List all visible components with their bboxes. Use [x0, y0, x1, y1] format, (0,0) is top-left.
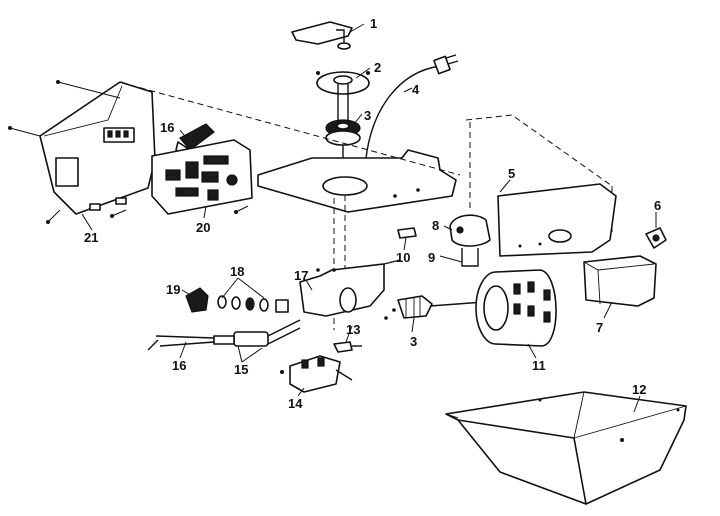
- callout-15: 15: [234, 362, 248, 377]
- part-14-housing: [280, 355, 353, 393]
- part-3-gear: [325, 119, 361, 160]
- part-13-screw: [333, 341, 362, 353]
- callout-18: 18: [230, 264, 244, 279]
- callout-14: 14: [288, 396, 303, 411]
- part-9-clip: [461, 248, 479, 267]
- part-15-switch: [213, 319, 301, 347]
- callout-17: 17: [294, 268, 308, 283]
- part-2-plate: [316, 71, 370, 120]
- part-12-light-cover: [445, 391, 687, 505]
- part-11-motor: [429, 269, 557, 347]
- callout-19: 19: [166, 282, 180, 297]
- part-18-washers: [217, 295, 289, 313]
- part-10-terminal: [397, 227, 417, 239]
- callout-3-worm: 3: [410, 334, 417, 349]
- callout-13: 13: [346, 322, 360, 337]
- callout-12: 12: [632, 382, 646, 397]
- callout-labels: 1 2 3 4 5 6 7 8 9 10 11 12 13 14 15 16 1…: [84, 16, 661, 411]
- callout-10: 10: [396, 250, 410, 265]
- callout-5: 5: [508, 166, 515, 181]
- part-3-worm: [397, 295, 433, 319]
- part-1-bracket: [291, 21, 353, 50]
- part-19-knob: [185, 287, 209, 313]
- part-16-cable: [147, 335, 215, 351]
- part-6-socket: [645, 227, 667, 249]
- part-7-bracket: [583, 255, 657, 307]
- part-20-logic-board: [151, 139, 253, 215]
- callout-20: 20: [196, 220, 210, 235]
- callout-3-gear: 3: [364, 108, 371, 123]
- chassis-plate: [257, 149, 457, 330]
- callout-16-cable: 16: [172, 358, 186, 373]
- part-4-power-cord: [365, 54, 459, 159]
- callout-8: 8: [432, 218, 439, 233]
- callout-leaders: [81, 23, 657, 413]
- callout-16-lens: 16: [160, 120, 174, 135]
- callout-1: 1: [370, 16, 377, 31]
- callout-21: 21: [84, 230, 98, 245]
- callout-11: 11: [532, 358, 546, 373]
- part-17-mount: [299, 259, 401, 320]
- part-8-capacitor: [449, 214, 491, 247]
- callout-2: 2: [374, 60, 381, 75]
- callout-9: 9: [428, 250, 435, 265]
- callout-7: 7: [596, 320, 603, 335]
- callout-4: 4: [412, 82, 420, 97]
- part-21-cover: [8, 80, 156, 224]
- callout-6: 6: [654, 198, 661, 213]
- part-5-end-panel: [497, 183, 617, 257]
